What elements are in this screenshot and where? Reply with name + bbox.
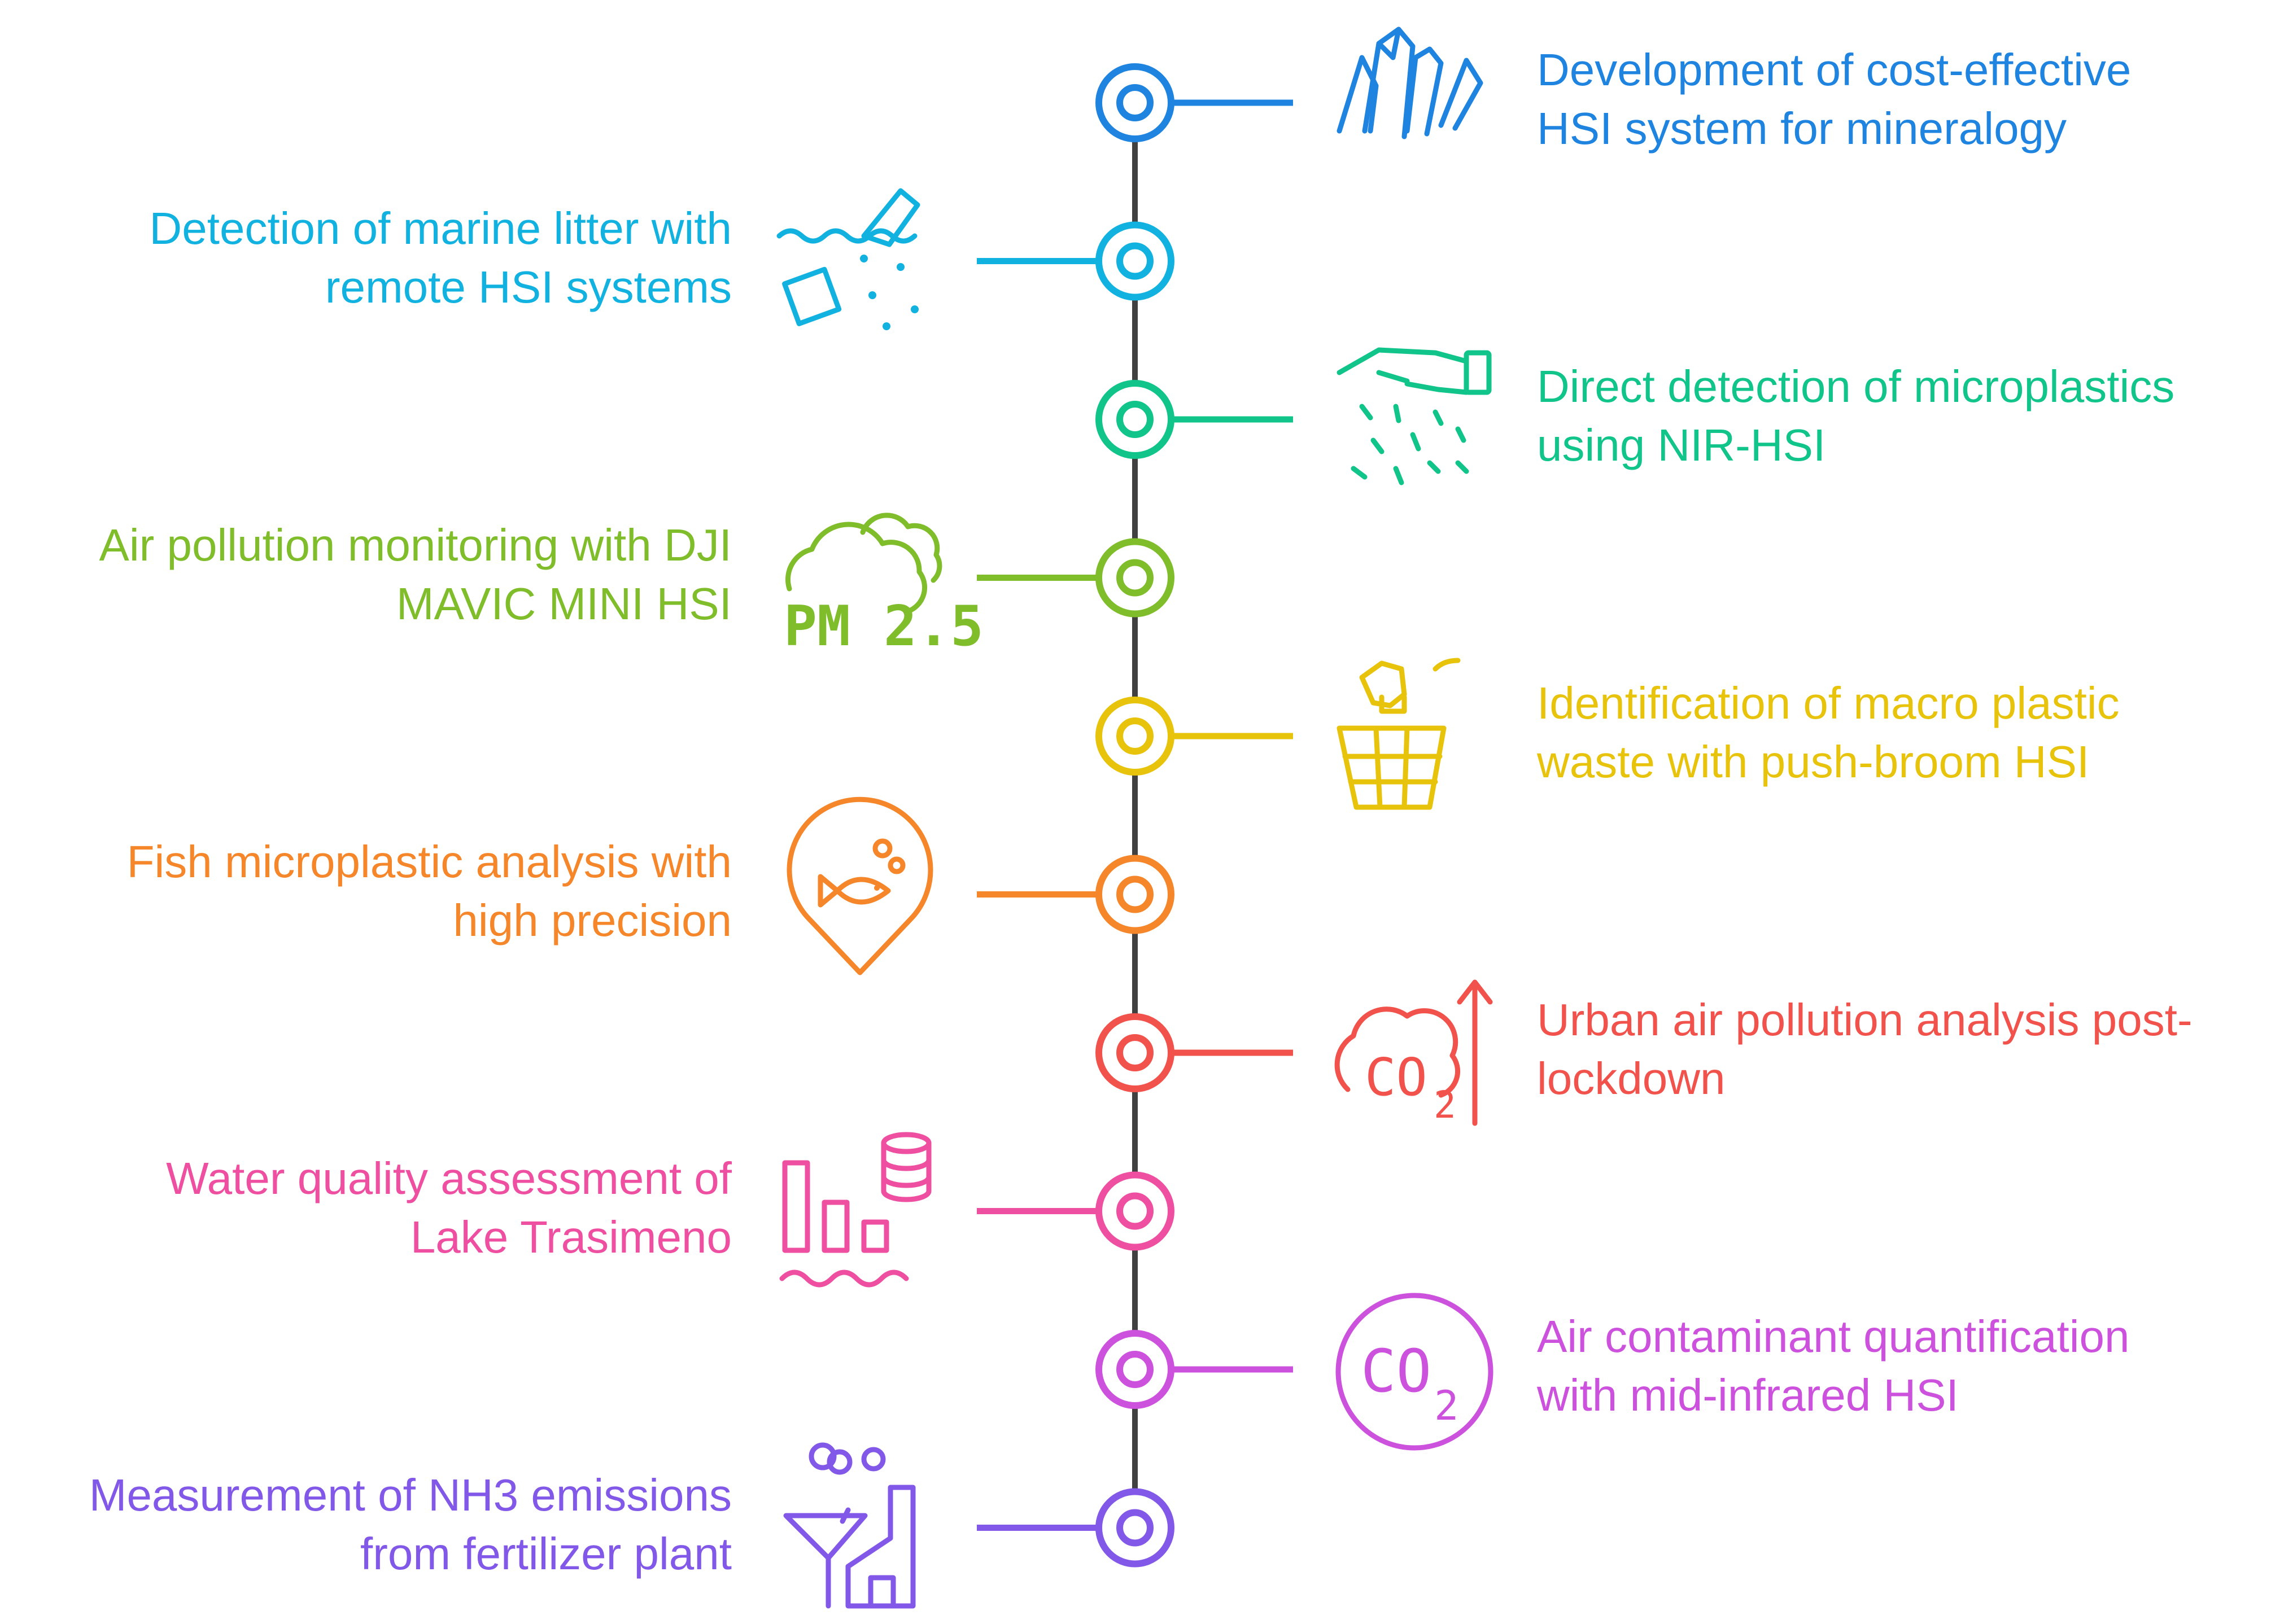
item-label-line: waste with push-broom HSI	[1537, 737, 2090, 787]
marine-litter-icon	[776, 188, 920, 330]
item-label-nh3-emissions: Measurement of NH3 emissions from fertili…	[32, 1466, 732, 1583]
item-label-line: MAVIC MINI HSI	[396, 578, 732, 629]
co2-subscript: 2	[1434, 1083, 1456, 1127]
item-label-line: Water quality assessment of	[166, 1153, 732, 1203]
water-chart-icon	[779, 1132, 932, 1288]
item-label-line: Fish microplastic analysis with	[126, 836, 732, 887]
item-label-line: Identification of macro plastic	[1537, 678, 2120, 728]
timeline-item-nh3-emissions	[783, 1442, 1174, 1609]
item-label-line: from fertilizer plant	[360, 1528, 732, 1579]
co2-text: CO	[1365, 1047, 1427, 1108]
fish-pin-icon	[787, 796, 933, 975]
item-label-line: HSI system for mineralogy	[1537, 103, 2067, 154]
timeline-node-inner	[1116, 717, 1154, 755]
item-label-fish-microplastic: Fish microplastic analysis with high prec…	[32, 833, 732, 950]
timeline-item-macro-plastic	[1095, 658, 1461, 810]
crystals-icon	[1337, 27, 1483, 139]
item-label-urban-air: Urban air pollution analysis post-lockdo…	[1537, 991, 2237, 1108]
timeline-node-inner	[1116, 1192, 1154, 1230]
item-label-air-contaminant: Air contaminant quantification with mid-i…	[1537, 1307, 2237, 1425]
co2-subscript: 2	[1434, 1382, 1458, 1429]
hand-sprinkle-icon	[1337, 347, 1492, 485]
co2-text: CO	[1361, 1337, 1431, 1406]
timeline-node-inner	[1116, 876, 1154, 913]
timeline-node-inner	[1116, 1034, 1154, 1071]
timeline-item-marine-litter	[776, 188, 1174, 330]
item-label-line: lockdown	[1537, 1053, 1726, 1104]
timeline-item-air-pollution-dji: PM 2.5	[784, 513, 1174, 659]
item-label-line: Lake Trasimeno	[410, 1211, 732, 1262]
timeline-node-inner	[1116, 84, 1154, 121]
item-label-line: using NIR-HSI	[1537, 420, 1826, 470]
timeline-item-mineralogy	[1095, 27, 1483, 142]
item-label-line: with mid-infrared HSI	[1537, 1370, 1959, 1420]
item-label-line: Detection of marine litter with	[149, 203, 732, 253]
timeline-node-inner	[1116, 242, 1154, 280]
item-label-marine-litter: Detection of marine litter with remote HS…	[32, 199, 732, 317]
item-label-macro-plastic: Identification of macro plastic waste wit…	[1537, 674, 2237, 791]
waste-basket-icon	[1337, 658, 1461, 810]
timeline-node-inner	[1116, 1351, 1154, 1388]
item-label-microplastics: Direct detection of microplastics using N…	[1537, 357, 2237, 475]
item-label-water-quality: Water quality assessment of Lake Trasimen…	[32, 1149, 732, 1267]
timeline-item-water-quality	[779, 1132, 1174, 1288]
timeline-node-inner	[1116, 559, 1154, 597]
item-label-line: Urban air pollution analysis post-	[1537, 995, 2193, 1045]
timeline-item-microplastics	[1095, 347, 1492, 485]
item-label-line: Air contaminant quantification	[1537, 1311, 2130, 1362]
item-label-line: Air pollution monitoring with DJI	[99, 519, 732, 570]
timeline-node-inner	[1116, 401, 1154, 438]
item-label-line: high precision	[453, 895, 732, 945]
item-label-line: remote HSI systems	[325, 261, 732, 312]
timeline-item-fish-microplastic	[787, 796, 1174, 975]
factory-icon	[783, 1442, 916, 1609]
item-label-line: Measurement of NH3 emissions	[89, 1469, 732, 1520]
item-label-air-pollution-dji: Air pollution monitoring with DJI MAVIC M…	[32, 516, 732, 633]
item-label-line: Direct detection of microplastics	[1537, 361, 2175, 412]
item-label-line: Development of cost-effective	[1537, 45, 2132, 95]
pm25-text: PM 2.5	[784, 594, 984, 659]
pm25-cloud-icon: PM 2.5	[784, 513, 984, 659]
timeline-node-inner	[1116, 1509, 1154, 1547]
